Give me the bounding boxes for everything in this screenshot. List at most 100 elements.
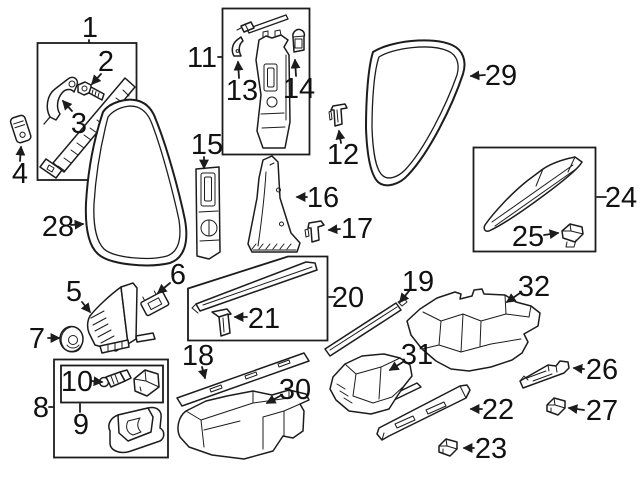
callout-30-leader (265, 394, 281, 404)
detail (562, 223, 584, 248)
part-clip-14 (292, 28, 306, 53)
part-grab-handle-rod (236, 14, 289, 34)
detail (266, 96, 278, 108)
callout-28-label: 28 (42, 211, 74, 243)
detail (46, 164, 55, 173)
part-sill-rail-26 (519, 360, 570, 389)
screw-shaft (88, 86, 105, 101)
detail (135, 332, 156, 343)
detail (491, 156, 577, 227)
detail (209, 359, 291, 393)
callout-2-leader (91, 73, 102, 86)
callout-26-leader (572, 363, 585, 374)
part-screw-2 (77, 81, 105, 101)
detail (260, 54, 287, 129)
part-c-pillar-lower-trim-16 (247, 155, 301, 253)
detail (304, 228, 310, 238)
detail (236, 23, 249, 31)
part-clip-27 (546, 397, 566, 416)
callout-19-label: 19 (402, 266, 434, 298)
outline (140, 291, 170, 317)
callout-22-label: 22 (482, 394, 514, 426)
outline (406, 288, 541, 372)
part-clip-12 (328, 103, 348, 127)
callout-19-leader (399, 290, 410, 304)
callout-11-label: 11 (187, 42, 217, 74)
part-clip-25 (561, 223, 584, 248)
detail (19, 131, 26, 138)
inner-loop (371, 46, 459, 179)
threads (91, 89, 100, 98)
outline (86, 286, 129, 352)
callout-1-label: 1 (82, 12, 98, 44)
part-cowl-side-trim-30 (177, 389, 310, 460)
part-b-pillar-lower-trim-15 (195, 166, 221, 260)
detail (200, 172, 216, 207)
part-front-floor-covering-32 (406, 288, 541, 372)
threads (110, 374, 119, 385)
detail (191, 266, 313, 314)
part-clip-23 (438, 438, 458, 457)
socket (119, 369, 132, 382)
callout-20-label: 20 (332, 282, 364, 314)
part-bracket-3 (43, 76, 79, 125)
part-bracket-13 (231, 36, 244, 57)
part-grommet-7 (59, 325, 84, 353)
part-rear-floor-covering-31 (329, 353, 422, 415)
detail (147, 297, 163, 311)
callout-10-label: 10 (61, 366, 93, 398)
callout-4-leader (15, 145, 26, 162)
fitting (240, 21, 255, 33)
callout-26-label: 26 (586, 354, 618, 386)
detail (263, 63, 278, 92)
outline (9, 114, 32, 144)
callout-18-leader (198, 366, 208, 380)
outline (120, 282, 138, 345)
callout-31-leader (388, 361, 404, 371)
callout-21-label: 21 (248, 303, 280, 335)
detail (81, 85, 88, 92)
callout-2-label: 2 (98, 46, 114, 78)
outer-loop (84, 98, 188, 267)
detail (43, 116, 51, 125)
detail (328, 109, 339, 123)
detail (126, 417, 152, 436)
detail (292, 35, 305, 38)
part-box-11 (221, 7, 311, 156)
detail (222, 317, 225, 333)
part-bracket-6 (140, 290, 170, 317)
part-rear-door-seal-29 (364, 39, 466, 187)
part-sill-strip-18 (176, 352, 310, 407)
callout-4-label: 4 (12, 158, 28, 190)
hatching (90, 310, 115, 344)
callout-13-label: 13 (226, 75, 258, 107)
callout-30-label: 30 (279, 374, 311, 406)
callout-9-label: 9 (73, 409, 89, 441)
part-quarter-trim-24 (483, 156, 583, 232)
callout-18-label: 18 (182, 340, 214, 372)
callout-6-leader (156, 282, 171, 294)
outline (519, 360, 570, 389)
tabs (262, 29, 282, 38)
outline (52, 77, 136, 173)
detail (519, 364, 558, 382)
detail (235, 49, 240, 53)
outline (46, 76, 79, 121)
outline (177, 389, 310, 460)
callout-10-leader (90, 376, 104, 387)
part-clip-4 (9, 114, 32, 144)
callout-16-label: 16 (307, 182, 339, 214)
detail (546, 397, 566, 413)
callout-13-leader (233, 60, 244, 79)
outline (218, 313, 231, 337)
outline (247, 155, 301, 253)
detail (421, 294, 532, 353)
rod (246, 14, 289, 34)
callout-29-leader (469, 70, 486, 81)
part-front-door-seal-28 (84, 98, 188, 267)
detail (142, 290, 157, 302)
detail (107, 340, 123, 352)
part-lamp-housing-9 (108, 406, 165, 454)
